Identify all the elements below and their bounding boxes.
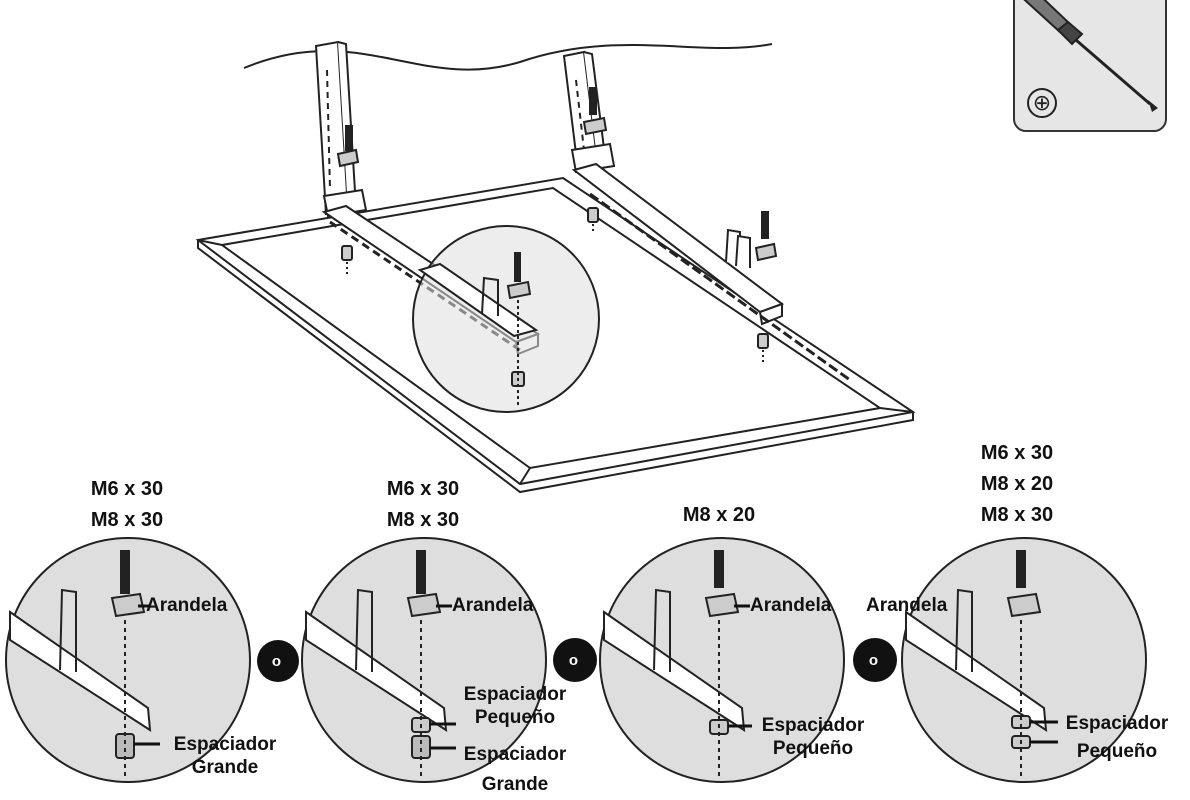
option-4-sizes: M6 x 30 M8 x 20 M8 x 30 bbox=[962, 438, 1072, 531]
screwdriver-icon bbox=[1023, 0, 1158, 112]
right-vertical-bracket bbox=[562, 50, 616, 174]
option-circle-3 bbox=[599, 537, 845, 783]
main-zoom-circle bbox=[412, 225, 600, 413]
option-1-sizes: M6 x 30 M8 x 30 bbox=[72, 474, 182, 536]
washer-label: Arandela bbox=[146, 595, 228, 616]
left-vertical-bracket bbox=[314, 40, 368, 218]
size-label: M6 x 30 bbox=[90, 478, 164, 500]
spacer-label: Espaciador Grande bbox=[463, 744, 567, 795]
size-label: M6 x 30 bbox=[980, 442, 1054, 464]
spacer-label: Espaciador Grande bbox=[173, 734, 277, 778]
leader-lines bbox=[134, 604, 1058, 750]
size-label: M8 x 30 bbox=[980, 504, 1054, 526]
option-circle-4 bbox=[901, 537, 1147, 783]
spacer-label: Espaciador Pequeño bbox=[463, 684, 567, 728]
separator-or-1: o bbox=[257, 640, 299, 682]
size-label: M8 x 30 bbox=[90, 509, 164, 531]
option-circle-1 bbox=[5, 537, 251, 783]
right-horizontal-rail bbox=[571, 162, 851, 382]
washer-label: Arandela bbox=[452, 595, 534, 616]
separator-or-2: o bbox=[553, 638, 597, 682]
option-circle-2 bbox=[301, 537, 547, 783]
separator-or-3: o bbox=[853, 638, 897, 682]
size-label: M6 x 30 bbox=[386, 478, 460, 500]
spacer-label: Espaciador Pequeño bbox=[1065, 713, 1169, 762]
spacer-label: Espaciador Pequeño bbox=[761, 715, 865, 759]
washer-label: Arandela bbox=[750, 595, 832, 616]
size-label: M8 x 20 bbox=[682, 504, 756, 526]
option-2-sizes: M6 x 30 M8 x 30 bbox=[368, 474, 478, 536]
tool-box: ⊕ bbox=[1013, 0, 1167, 132]
phillips-symbol-icon: ⊕ bbox=[1033, 91, 1051, 116]
size-label: M8 x 20 bbox=[980, 473, 1054, 495]
size-label: M8 x 30 bbox=[386, 509, 460, 531]
washer-label: Arandela bbox=[866, 595, 948, 616]
option-3-sizes: M8 x 20 bbox=[664, 500, 774, 531]
main-spacers bbox=[341, 207, 769, 362]
